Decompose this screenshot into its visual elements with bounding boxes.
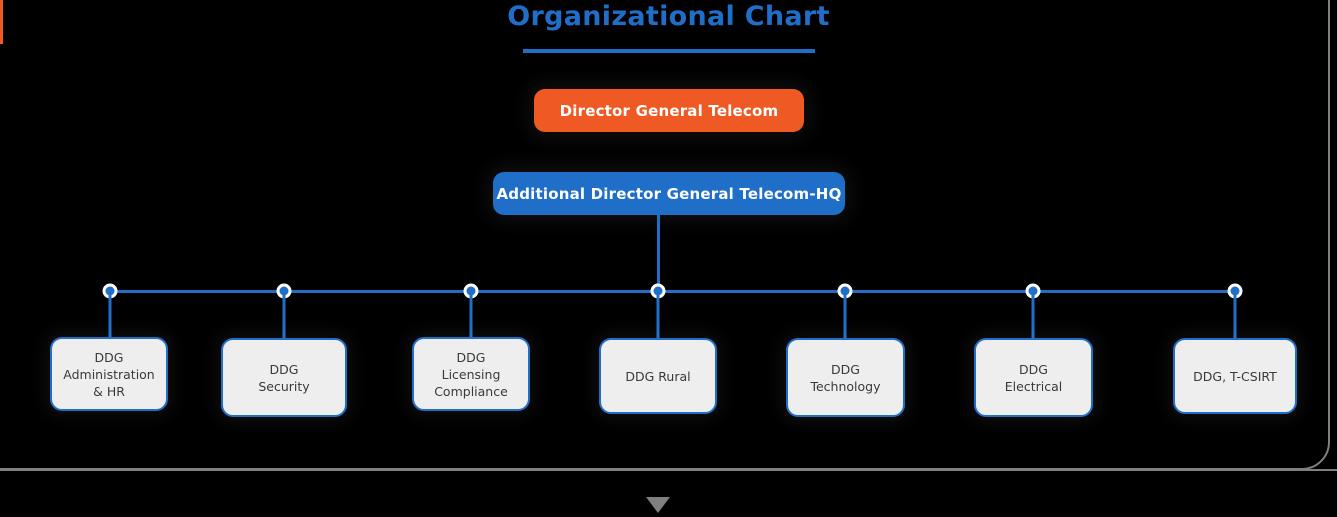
node-ddg-t-csirt[interactable]: DDG, T-CSIRT — [1173, 338, 1297, 414]
node-label: DDG, T-CSIRT — [1193, 368, 1277, 384]
connector-root-to-second — [0, 0, 3, 44]
drop-connector-5 — [843, 291, 847, 339]
node-label: DDG Technology — [810, 361, 881, 394]
node-ddg-administration-hr[interactable]: DDG Administration & HR — [50, 337, 168, 411]
node-label: DDG Security — [258, 361, 310, 394]
triangle-down-icon[interactable] — [646, 497, 670, 513]
drop-connector-3 — [469, 291, 473, 339]
node-ddg-electrical[interactable]: DDG Electrical — [974, 338, 1093, 417]
page-title: Organizational Chart — [507, 1, 830, 32]
node-ddg-technology[interactable]: DDG Technology — [786, 338, 905, 417]
node-additional-director-general-telecom-hq[interactable]: Additional Director General Telecom-HQ — [493, 172, 845, 215]
connector-second-to-bus — [657, 214, 660, 292]
node-director-general-telecom[interactable]: Director General Telecom — [534, 89, 804, 132]
drop-connector-2 — [282, 291, 286, 339]
node-ddg-security[interactable]: DDG Security — [221, 338, 347, 417]
node-label: DDG Rural — [625, 368, 691, 384]
node-label: DDG Administration & HR — [63, 349, 155, 399]
node-label: DDG Electrical — [1004, 361, 1063, 394]
horizontal-bus-line — [110, 290, 1235, 293]
drop-connector-4 — [656, 291, 660, 339]
node-ddg-rural[interactable]: DDG Rural — [599, 338, 717, 414]
drop-connector-6 — [1031, 291, 1035, 339]
drop-connector-1 — [108, 291, 112, 339]
node-label: DDG Licensing Compliance — [434, 349, 508, 399]
drop-connector-7 — [1233, 291, 1237, 339]
title-underline — [523, 49, 815, 53]
node-ddg-licensing-compliance[interactable]: DDG Licensing Compliance — [412, 337, 530, 411]
bottom-divider — [0, 469, 1337, 471]
